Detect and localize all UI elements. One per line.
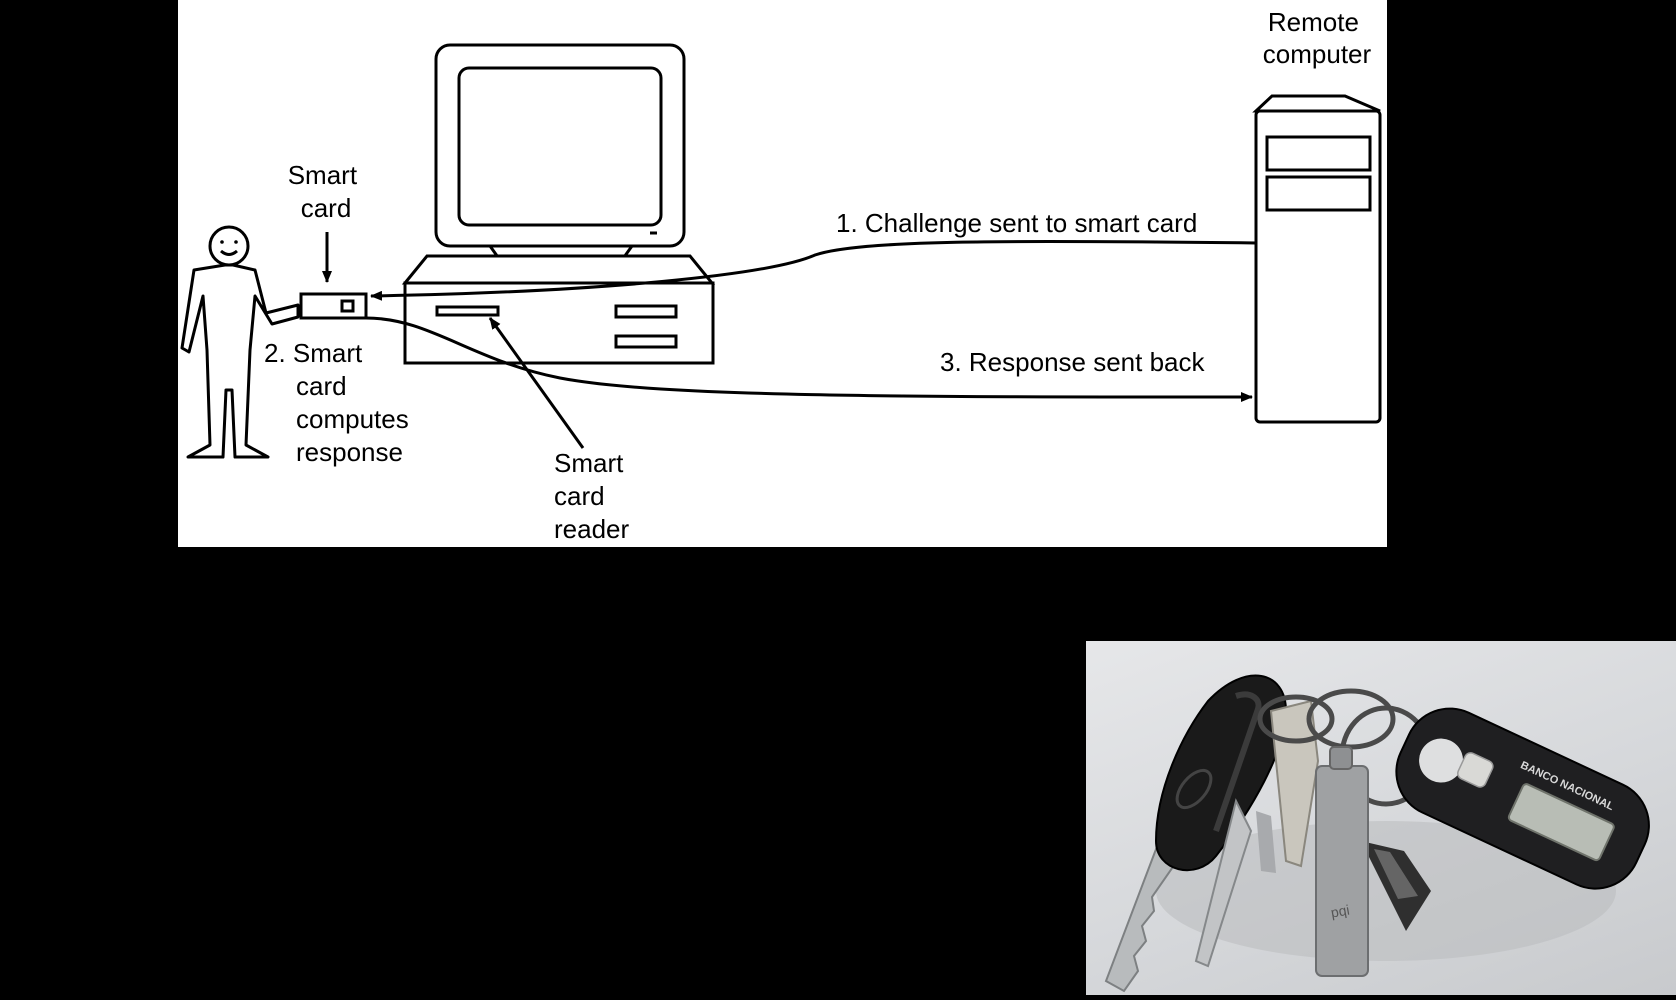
otp-token-fob-icon: BANCO NACIONAL xyxy=(1395,707,1650,890)
reader-pointer-arrow xyxy=(488,317,585,449)
remote-computer-label: Remote computer xyxy=(1263,7,1372,69)
step2-label: 2. Smart card computes response xyxy=(264,338,416,467)
usb-stick-icon: pqi xyxy=(1315,746,1431,977)
step1-label: 1. Challenge sent to smart card xyxy=(836,208,1197,238)
smart-card-label: Smart card xyxy=(288,160,365,223)
smart-card-icon xyxy=(299,292,368,320)
smart-card-reader-label: Smart card reader xyxy=(554,448,631,544)
remote-computer-icon xyxy=(1252,94,1382,424)
challenge-arrow xyxy=(370,239,1257,301)
step3-label: 3. Response sent back xyxy=(940,347,1205,377)
usb-brand-label: pqi xyxy=(1330,902,1351,921)
response-arrow xyxy=(365,316,1253,402)
keychain-photo: pqi BANCO NACIONAL xyxy=(1086,641,1676,995)
diagram-panel xyxy=(178,0,1387,547)
keychain-illustration: pqi BANCO NACIONAL xyxy=(1104,674,1650,993)
desktop-computer-icon xyxy=(401,43,716,365)
car-key-icon xyxy=(1104,674,1288,993)
person-figure xyxy=(180,225,300,459)
